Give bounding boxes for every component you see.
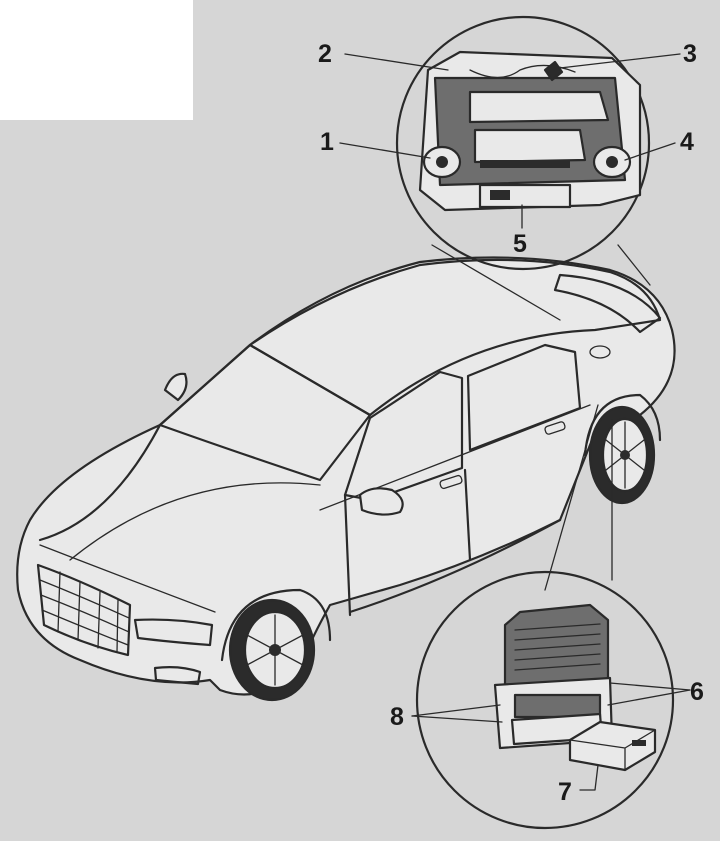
car-roof: [248, 258, 662, 417]
car-door-line-rear: [463, 468, 472, 562]
car-rear-window: [553, 273, 662, 334]
control-unit-detail-icon: [415, 404, 675, 830]
front-wheel: [228, 598, 316, 702]
fog-light: [153, 666, 202, 686]
rear-wheel-arch: [583, 393, 662, 457]
hood-front-edge: [39, 544, 216, 613]
callout-8: 8: [390, 703, 404, 731]
car-isometric-icon: [16, 256, 676, 702]
left-mirror: [163, 372, 188, 402]
leader-6b: [607, 689, 691, 706]
leader-7: [579, 764, 599, 791]
car-belt-line: [319, 404, 591, 511]
callout-1: 1: [320, 128, 334, 156]
front-grille: [36, 563, 132, 657]
callout-6: 6: [690, 678, 704, 706]
callout-4: 4: [680, 128, 694, 156]
console-light-panel: [468, 90, 610, 124]
console-slot: [480, 160, 570, 168]
leader-2: [344, 53, 449, 71]
console-clip: [543, 60, 564, 82]
car-rear-side-window: [466, 343, 582, 452]
hood-crease: [69, 482, 321, 561]
callout-3: 3: [683, 40, 697, 68]
leader-4: [624, 142, 676, 161]
car-door-line-front: [343, 493, 352, 617]
callout-7: 7: [558, 778, 572, 806]
rear-wheel: [588, 405, 656, 505]
fuel-flap: [589, 345, 611, 359]
front-wheel-arch: [220, 588, 332, 662]
top-detail-leader-right: [617, 244, 651, 286]
top-detail-leader-left: [431, 244, 561, 321]
leader-8b: [411, 715, 503, 723]
leader-3: [559, 53, 681, 69]
control-unit-module: [513, 693, 602, 719]
control-unit-fins: [514, 623, 601, 671]
side-mirror: [358, 487, 404, 516]
door-handle-front: [439, 474, 463, 490]
roof-console-detail-icon: [395, 15, 651, 321]
small-module-edge: [569, 729, 656, 771]
grille-bars: [39, 571, 130, 653]
small-module-connector: [632, 740, 646, 746]
leader-8a: [411, 704, 501, 717]
leader-6a: [609, 682, 691, 691]
callout-2: 2: [318, 40, 332, 68]
top-detail-circle: [395, 15, 651, 271]
hood-line: [38, 423, 162, 542]
leader-1: [339, 142, 431, 159]
car-sill-line: [348, 518, 562, 614]
console-lower-panel: [473, 128, 587, 164]
blank-patch: [0, 0, 193, 120]
bottom-detail-circle: [415, 570, 675, 830]
console-module-grille: [490, 190, 510, 200]
callout-5: 5: [513, 230, 527, 258]
car-windshield: [158, 343, 372, 482]
headlight: [133, 618, 214, 647]
bottom-detail-leader: [544, 404, 599, 591]
door-handle-rear: [544, 421, 566, 435]
